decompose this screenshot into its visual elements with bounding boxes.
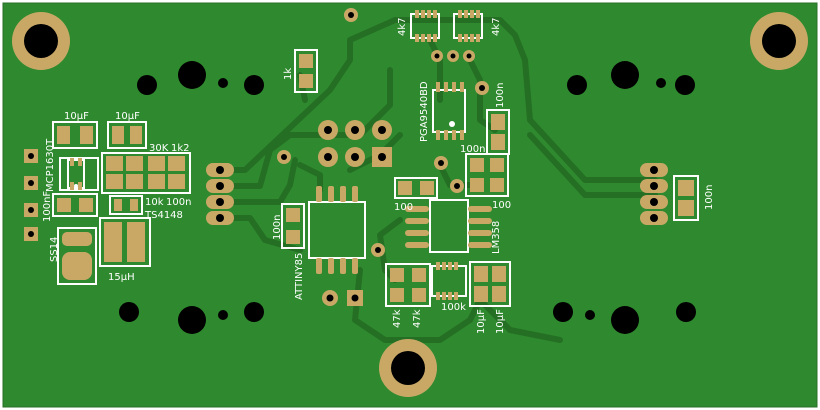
ic-markers bbox=[74, 121, 455, 188]
mounting-hole-top-left bbox=[12, 12, 70, 70]
label-cap-10uf-c: 10µF bbox=[476, 309, 487, 334]
label-cap-100n-pga: 100n bbox=[495, 83, 506, 108]
label-res-4k7-b: 4k7 bbox=[491, 17, 502, 36]
header-2x3 bbox=[318, 120, 392, 167]
label-res-1k: 1k bbox=[283, 68, 294, 80]
label-cap-10uf-d: 10µF bbox=[495, 309, 506, 334]
label-res-100-a: 100 bbox=[394, 202, 413, 213]
label-cap-10uf-b: 10µF bbox=[115, 111, 140, 122]
label-ts4148: TS4148 bbox=[144, 210, 183, 221]
label-res-1k2: 1k2 bbox=[171, 143, 190, 154]
left-pads bbox=[24, 149, 38, 241]
label-cap-100nf: 100nF bbox=[42, 191, 53, 222]
label-cap-100n-att: 100n bbox=[272, 215, 283, 240]
connector-left bbox=[206, 163, 234, 225]
label-cap-100n-a: 100n bbox=[166, 197, 191, 208]
mounting-hole-top-right bbox=[750, 12, 808, 70]
label-lm358: LM358 bbox=[491, 221, 502, 254]
silkscreen-text: 10µF 10µF 30K 1k2 10k 100n TS4148 15µH M… bbox=[42, 17, 715, 334]
label-res-30k: 30K bbox=[149, 143, 169, 154]
label-inductor: 15µH bbox=[108, 272, 135, 283]
label-res-47k-b: 47k bbox=[412, 309, 423, 328]
tht-pads bbox=[322, 50, 475, 306]
smd-pads bbox=[57, 10, 694, 302]
label-res-10k: 10k bbox=[145, 197, 164, 208]
small-vias bbox=[277, 8, 489, 257]
label-ss14: SS14 bbox=[49, 237, 60, 262]
label-attiny85: ATTINY85 bbox=[294, 253, 305, 300]
label-cap-10uf-a: 10µF bbox=[64, 111, 89, 122]
label-res-4k7-a: 4k7 bbox=[397, 17, 408, 36]
label-mcp1630t: MCP1630T bbox=[45, 138, 56, 192]
connector-right bbox=[640, 163, 668, 225]
label-cap-100n-b: 100n bbox=[460, 144, 485, 155]
label-res-47k-a: 47k bbox=[392, 309, 403, 328]
label-cap-100n-right: 100n bbox=[704, 185, 715, 210]
label-res-100-b: 100 bbox=[492, 200, 511, 211]
large-vias bbox=[119, 61, 696, 334]
label-pga9540bd: PGA9540BD bbox=[419, 81, 430, 142]
mounting-holes bbox=[12, 12, 808, 397]
mounting-hole-bottom-center bbox=[379, 339, 437, 397]
label-res-100k: 100k bbox=[441, 302, 466, 313]
